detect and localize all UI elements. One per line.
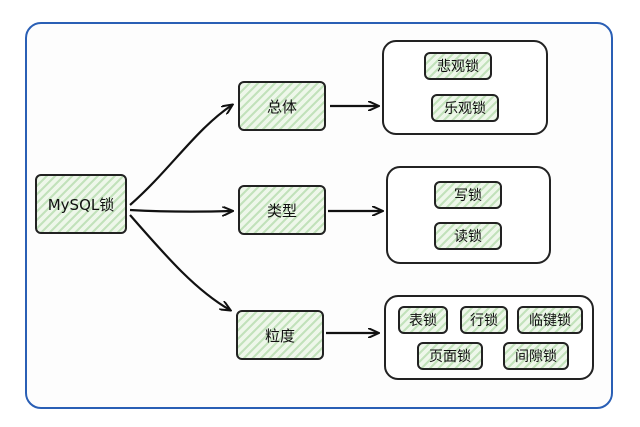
leaf-optimistic-lock: 乐观锁 [431, 94, 499, 122]
leaf-table-lock: 表锁 [398, 306, 448, 334]
category-label-overall: 总体 [266, 97, 297, 116]
leaf-label: 临键锁 [529, 313, 571, 329]
leaf-pessimistic-lock: 悲观锁 [424, 52, 492, 80]
category-node-granularity: 粒度 [236, 310, 324, 360]
leaf-label: 页面锁 [429, 349, 471, 365]
leaf-read-lock: 读锁 [434, 222, 502, 250]
leaf-label: 写锁 [454, 188, 482, 204]
category-label-type: 类型 [266, 201, 297, 220]
category-node-type: 类型 [238, 185, 326, 235]
leaf-label: 悲观锁 [437, 59, 479, 75]
root-node: MySQL锁 [35, 174, 127, 234]
root-node-label: MySQL锁 [47, 195, 115, 214]
leaf-write-lock: 写锁 [434, 181, 502, 209]
leaf-label: 行锁 [470, 313, 498, 329]
leaf-page-lock: 页面锁 [417, 342, 483, 370]
leaf-next-key-lock: 临键锁 [517, 306, 583, 334]
leaf-label: 读锁 [454, 229, 482, 245]
leaf-label: 表锁 [409, 313, 437, 329]
leaf-row-lock: 行锁 [460, 306, 508, 334]
leaf-gap-lock: 间隙锁 [503, 342, 569, 370]
category-node-overall: 总体 [238, 81, 326, 131]
category-label-granularity: 粒度 [264, 326, 295, 345]
leaf-label: 乐观锁 [444, 101, 486, 117]
leaf-label: 间隙锁 [515, 349, 557, 365]
